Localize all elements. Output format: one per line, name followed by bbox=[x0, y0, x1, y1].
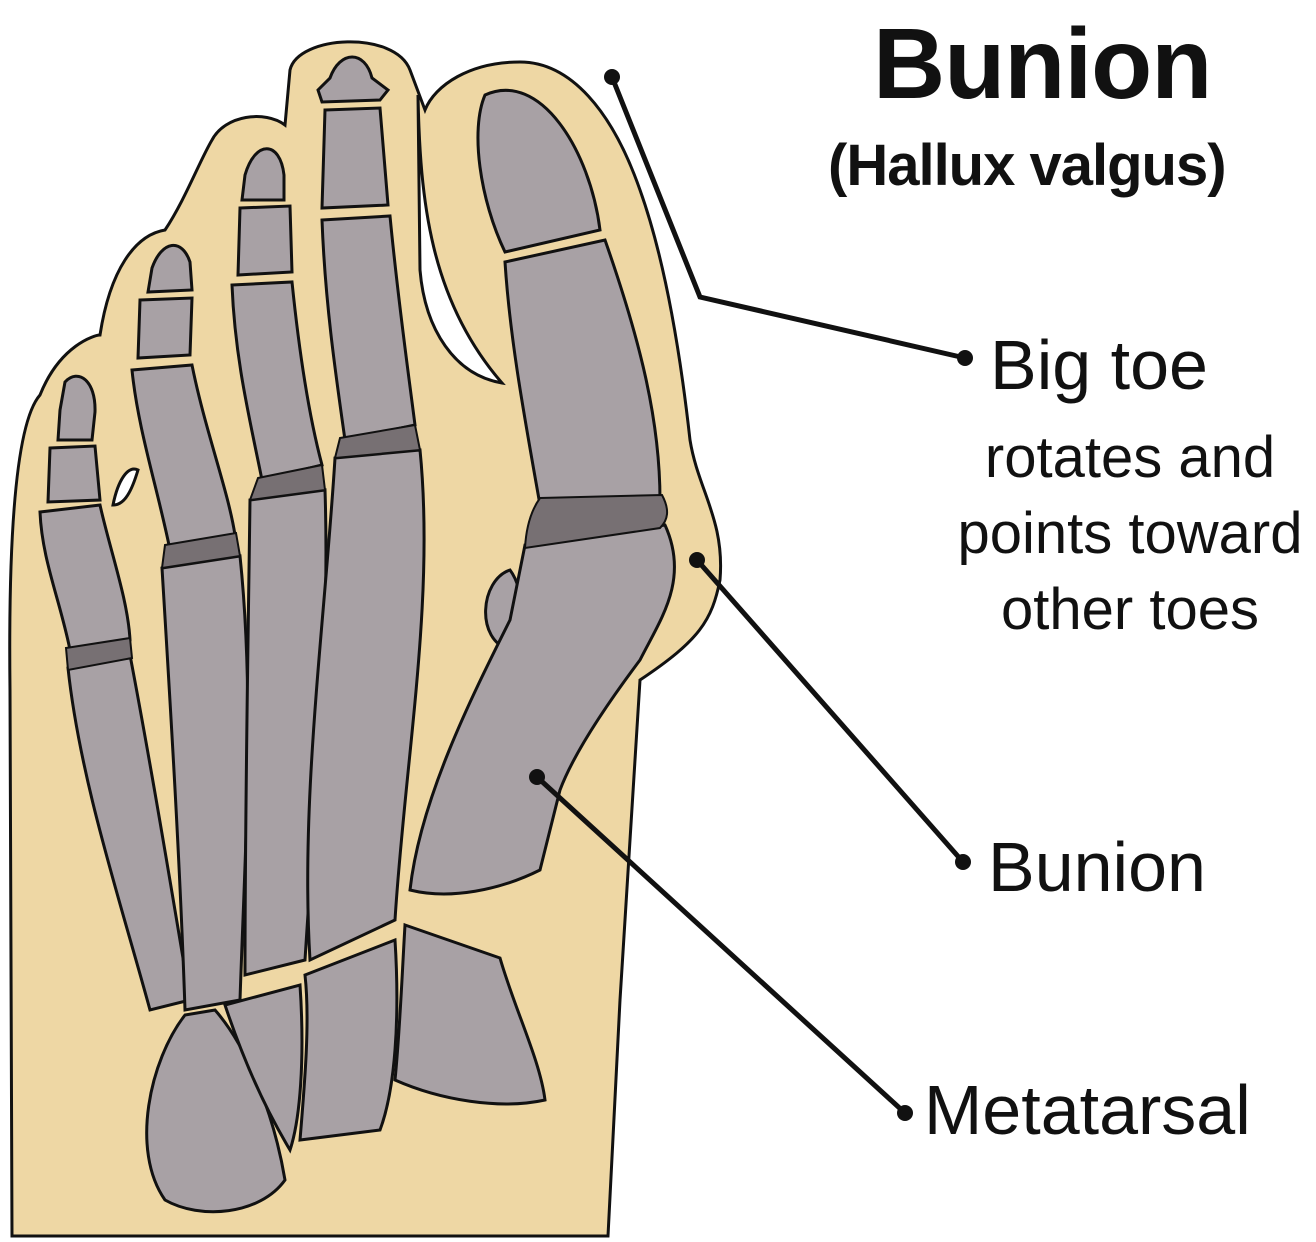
diagram-subtitle: (Hallux valgus) bbox=[828, 133, 1227, 198]
first-metatarsal bbox=[408, 523, 676, 896]
second-toe-bones bbox=[306, 55, 426, 963]
tarsal-bones bbox=[145, 922, 547, 1214]
joint bbox=[160, 531, 242, 570]
fifth-distal-phalanx bbox=[56, 374, 97, 442]
bunion-pointer-dot bbox=[689, 552, 705, 568]
bunion-label-dot bbox=[955, 854, 971, 870]
third-toe-bones bbox=[230, 147, 328, 977]
second-middle-phalanx bbox=[320, 106, 390, 210]
diagram-title: Bunion bbox=[873, 8, 1212, 120]
joint bbox=[64, 636, 134, 672]
second-distal-phalanx bbox=[316, 55, 391, 104]
big-toe-description: rotates and points toward other toes bbox=[957, 425, 1303, 642]
leader-dots bbox=[529, 69, 973, 1121]
big-toe-leader-line bbox=[609, 76, 966, 361]
big-toe-bones bbox=[408, 88, 676, 896]
second-metatarsal bbox=[306, 448, 426, 963]
big-toe-label-dot bbox=[957, 350, 973, 366]
fifth-middle-phalanx bbox=[46, 444, 102, 504]
metatarsal-pointer-dot bbox=[529, 769, 545, 785]
fourth-middle-phalanx bbox=[136, 296, 194, 360]
third-middle-phalanx bbox=[236, 204, 294, 277]
cuneiform-bone bbox=[298, 937, 399, 1142]
metatarsal-leader-line bbox=[535, 775, 907, 1115]
bunion-joint bbox=[523, 493, 668, 550]
cuneiform-bone bbox=[393, 922, 547, 1106]
bunion-label: Bunion bbox=[988, 828, 1206, 906]
third-distal-phalanx bbox=[240, 147, 286, 202]
metatarsal-label: Metatarsal bbox=[924, 1071, 1251, 1149]
big-toe-distal-phalanx bbox=[476, 88, 602, 254]
big-toe-label: Big toe bbox=[990, 326, 1208, 404]
joint-cartilage bbox=[64, 423, 668, 672]
cuneiform-bone bbox=[223, 983, 304, 1154]
metatarsal-label-dot bbox=[897, 1105, 913, 1121]
bunion-leader-line bbox=[695, 558, 965, 864]
joint bbox=[248, 463, 327, 502]
big-toe-pointer-dot bbox=[604, 69, 620, 85]
toe-gap bbox=[416, 94, 506, 386]
fourth-distal-phalanx bbox=[146, 243, 194, 294]
toe-gap bbox=[111, 467, 140, 507]
leader-lines bbox=[535, 76, 966, 1115]
joint bbox=[333, 423, 422, 460]
